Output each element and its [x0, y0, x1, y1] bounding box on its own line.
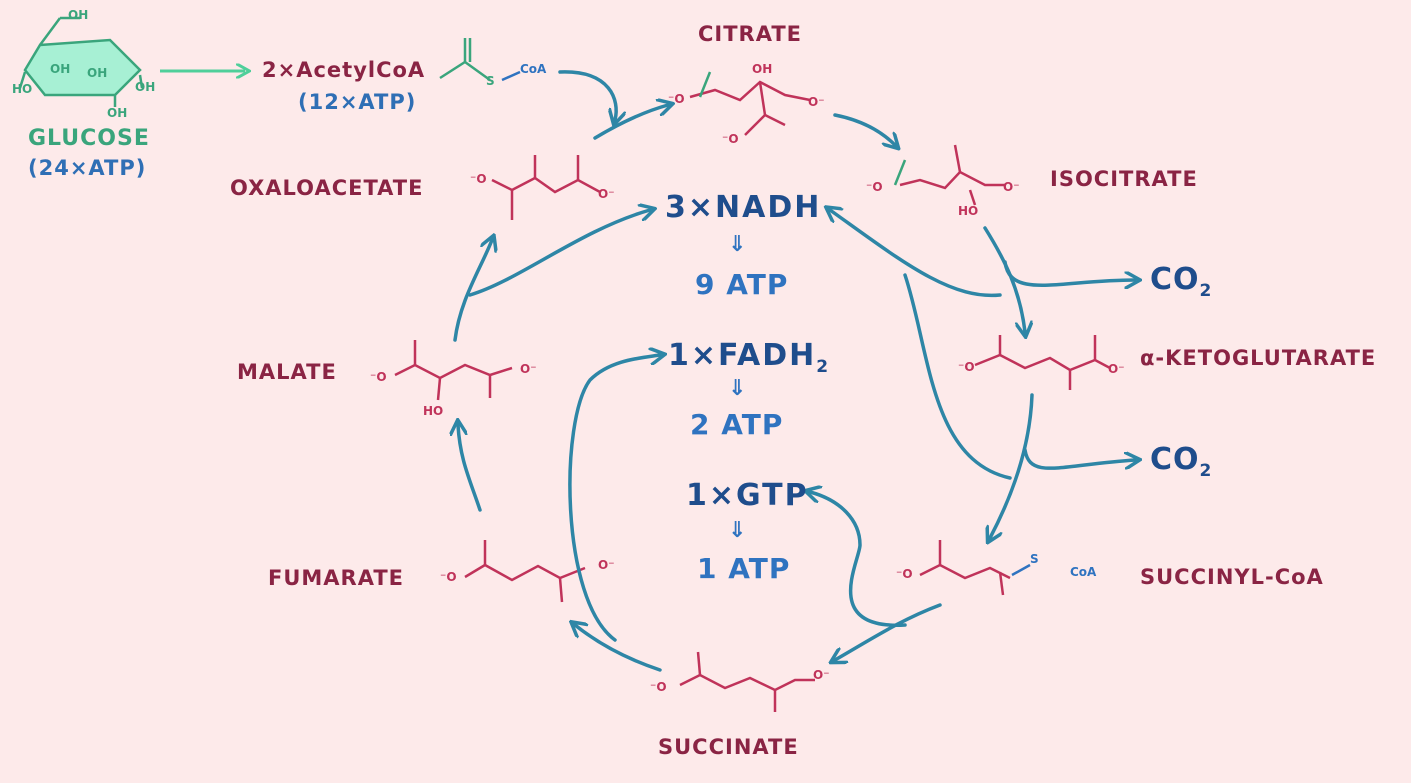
glucose-oh-top: OH	[68, 8, 89, 22]
fadh-label: 1×FADH2	[668, 338, 830, 377]
succinylcoa-label: SUCCINYL-CoA	[1140, 565, 1324, 589]
citrate-oh: OH	[752, 62, 773, 76]
succinate-ominus-left: ⁻O	[650, 680, 667, 694]
co2-second-main: CO	[1150, 442, 1200, 477]
malate-structure	[394, 340, 513, 401]
fadh-subscript: 2	[816, 357, 831, 377]
isocitrate-ominus-left: ⁻O	[866, 180, 883, 194]
citrate-ominus-bottom: ⁻O	[722, 132, 739, 146]
co2-first-main: CO	[1150, 262, 1200, 297]
succinate-structure	[679, 651, 815, 712]
succinylcoa-structure	[919, 540, 1011, 596]
fumarate-ominus-left: ⁻O	[440, 570, 457, 584]
succinylcoa-ominus: ⁻O	[896, 567, 913, 581]
fumarate-structure	[464, 540, 586, 603]
akg-ominus-right: O⁻	[1108, 362, 1125, 376]
oxaloacetate-structure	[491, 155, 601, 220]
glucose-oh-bottom: OH	[107, 106, 128, 120]
isocitrate-label: ISOCITRATE	[1050, 167, 1198, 191]
acetylcoa-structure	[439, 38, 491, 82]
oxaloacetate-ominus-left: ⁻O	[470, 172, 487, 186]
nadh-down-arrow: ⇓	[728, 232, 747, 257]
nadh-atp-label: 9 ATP	[695, 268, 789, 301]
isocitrate-ominus-right: O⁻	[1003, 180, 1020, 194]
glucose-oh-ring1: OH	[50, 62, 71, 76]
isocitrate-structure	[899, 144, 1005, 206]
succinate-ominus-right: O⁻	[813, 668, 830, 682]
fadh-prefix: 1×FADH	[668, 338, 817, 373]
akg-ominus-left: ⁻O	[958, 360, 975, 374]
glucose-oh-ring2: OH	[87, 66, 108, 80]
glucose-label: GLUCOSE	[28, 126, 150, 151]
malate-ho: HO	[423, 404, 444, 418]
acetylcoa-s-bond	[501, 70, 521, 82]
aketoglutarate-structure	[974, 335, 1111, 390]
aketoglutarate-label: α-KETOGLUTARATE	[1140, 346, 1377, 370]
acetylcoa-label: 2×AcetylCoA	[262, 58, 426, 82]
citrate-ominus-left: ⁻O	[668, 92, 685, 106]
fadh-atp-label: 2 ATP	[690, 408, 784, 441]
oxaloacetate-ominus-right: O⁻	[598, 187, 615, 201]
fumarate-label: FUMARATE	[268, 566, 405, 590]
succinate-label: SUCCINATE	[658, 735, 799, 759]
glucose-ho-left: HO	[12, 82, 33, 96]
nadh-label: 3×NADH	[665, 190, 822, 225]
malate-ominus-left: ⁻O	[370, 370, 387, 384]
glucose-oh-right: OH	[135, 80, 156, 94]
glucose-structure	[18, 16, 144, 107]
acetylcoa-atp-label: (12×ATP)	[298, 90, 417, 114]
fumarate-ominus-right: O⁻	[598, 558, 615, 572]
gtp-down-arrow: ⇓	[728, 518, 747, 543]
oxaloacetate-label: OXALOACETATE	[230, 176, 424, 200]
acetylcoa-coa: CoA	[520, 62, 547, 76]
glucose-atp-label: (24×ATP)	[28, 156, 147, 180]
isocitrate-ho: HO	[958, 204, 979, 218]
citrate-structure	[689, 80, 811, 136]
co2-first-sub: 2	[1199, 281, 1213, 301]
succinylcoa-s: S	[1030, 552, 1039, 566]
co2-first: CO2	[1150, 262, 1212, 301]
acetylcoa-s: S	[486, 74, 495, 88]
co2-second-sub: 2	[1199, 461, 1213, 481]
malate-ominus-right: O⁻	[520, 362, 537, 376]
citrate-ominus-right: O⁻	[808, 95, 825, 109]
malate-label: MALATE	[237, 360, 337, 384]
citrate-label: CITRATE	[698, 22, 803, 46]
gtp-label: 1×GTP	[686, 478, 809, 513]
cycle-arrows	[455, 70, 1135, 672]
gtp-atp-label: 1 ATP	[697, 552, 791, 585]
succinylcoa-coa: CoA	[1070, 565, 1097, 579]
fadh-down-arrow: ⇓	[728, 376, 747, 401]
co2-second: CO2	[1150, 442, 1212, 481]
